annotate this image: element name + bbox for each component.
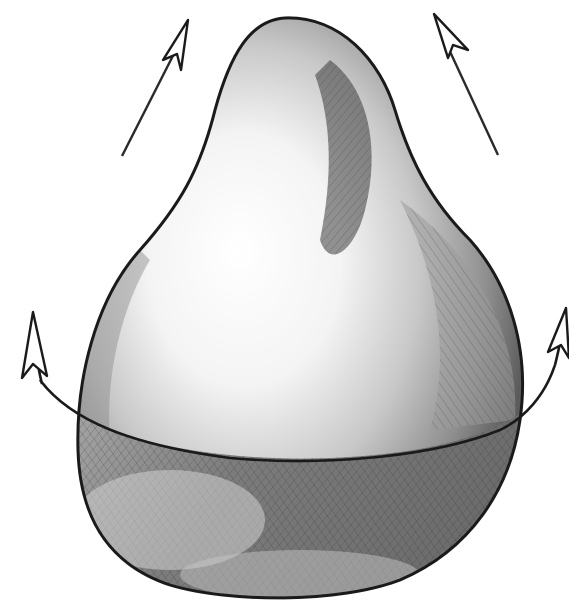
stretch-arrow-upper-right-icon	[434, 14, 498, 155]
stretch-arrow-upper-left-icon	[122, 20, 188, 156]
rotate-arrow-left-icon	[22, 312, 47, 384]
rotate-arrow-right-icon	[548, 308, 569, 365]
pear-body	[40, 18, 560, 603]
